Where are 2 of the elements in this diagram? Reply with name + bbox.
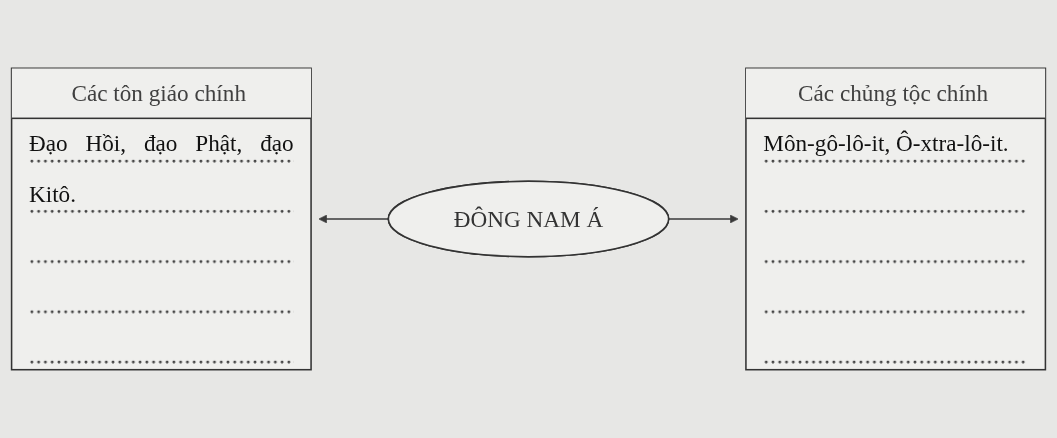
arrow bbox=[318, 214, 390, 224]
arrow bbox=[667, 214, 739, 224]
